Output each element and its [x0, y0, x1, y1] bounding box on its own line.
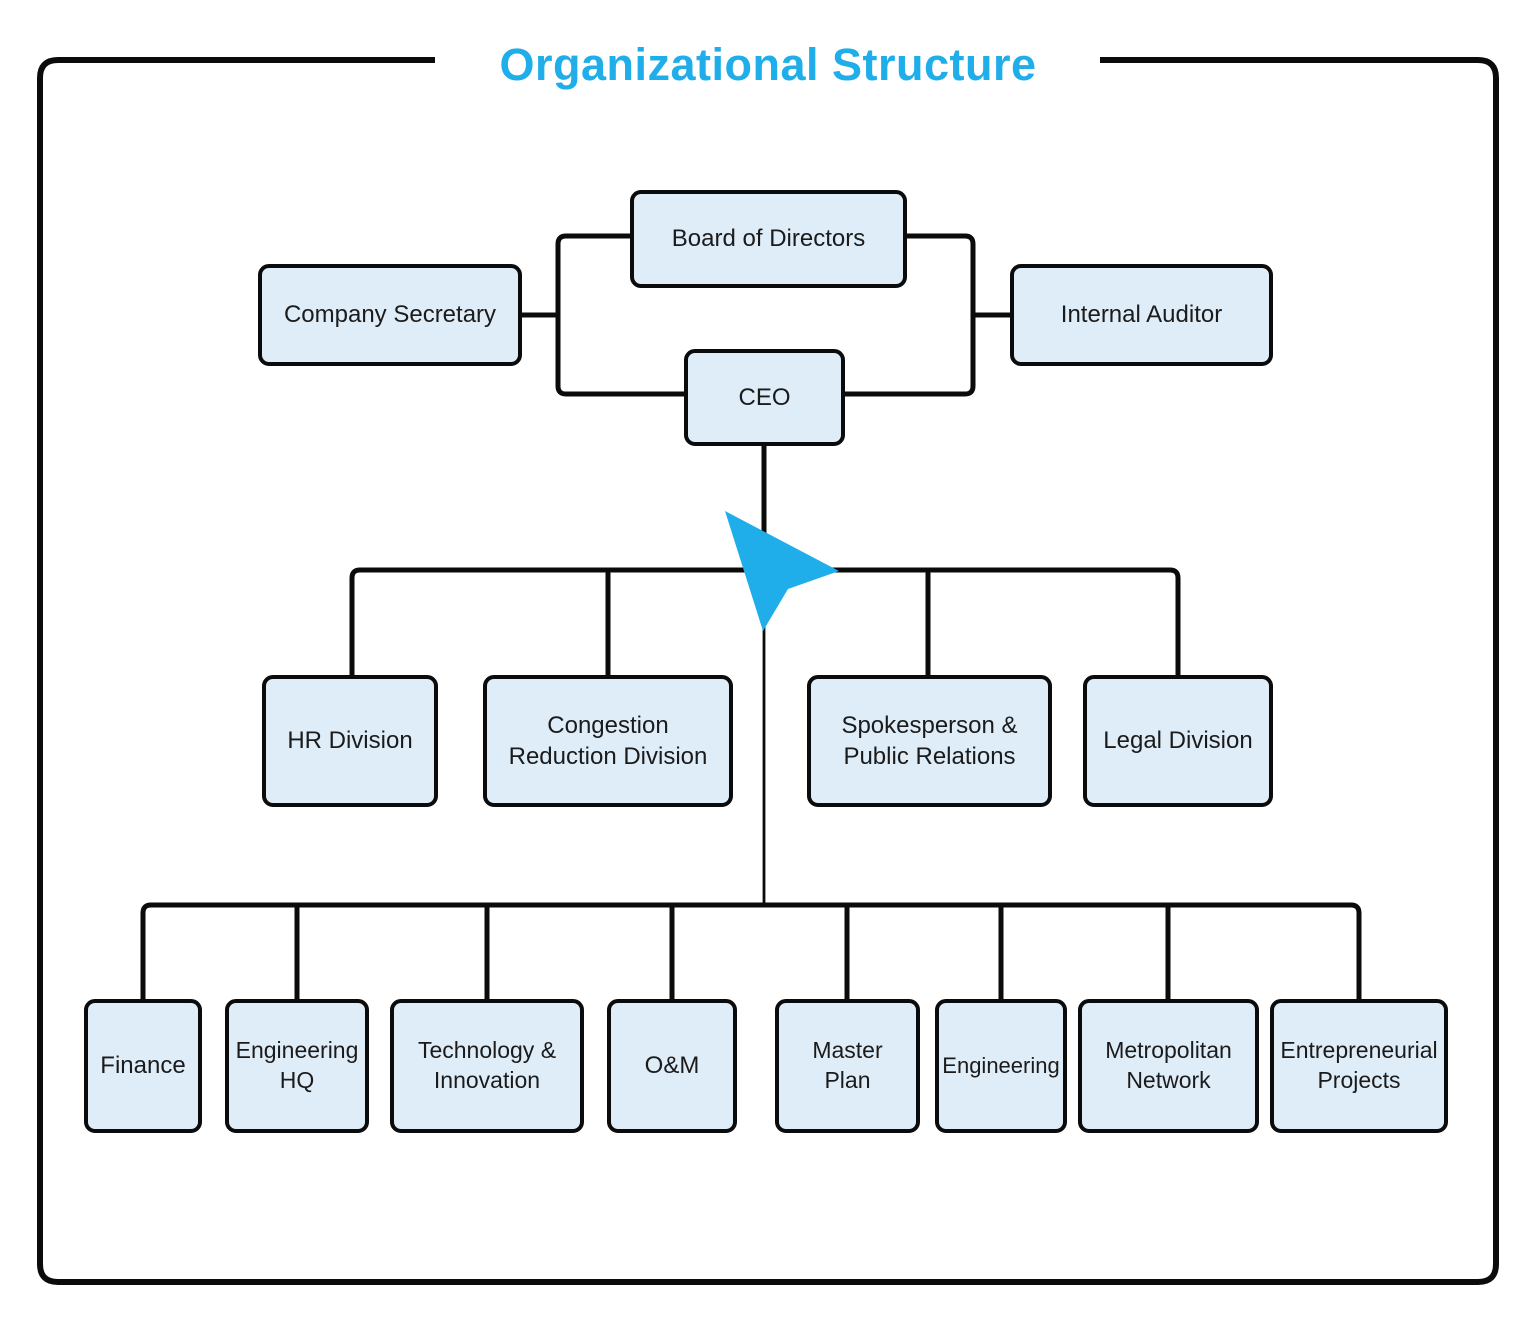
node-label: Metropolitan Network	[1105, 1037, 1232, 1093]
node-technology-innovation: Technology & Innovation	[390, 999, 584, 1133]
node-entrepreneurial-projects: Entrepreneurial Projects	[1270, 999, 1448, 1133]
node-company-secretary: Company Secretary	[258, 264, 522, 366]
frame-border	[37, 57, 1499, 1285]
node-o-and-m: O&M	[607, 999, 737, 1133]
pointer-arrow-icon	[725, 511, 839, 631]
page-title: Organizational Structure	[440, 36, 1096, 94]
node-hr-division: HR Division	[262, 675, 438, 807]
node-board-of-directors: Board of Directors	[630, 190, 907, 288]
node-ceo: CEO	[684, 349, 845, 446]
node-internal-auditor: Internal Auditor	[1010, 264, 1273, 366]
connector-board-left	[522, 233, 684, 397]
node-metropolitan-network: Metropolitan Network	[1078, 999, 1259, 1133]
node-master-plan: Master Plan	[775, 999, 920, 1133]
node-label: Spokesperson & Public Relations	[841, 711, 1018, 770]
connector-board-right	[845, 233, 1010, 397]
node-label: Master Plan	[812, 1037, 883, 1093]
node-label: Technology & Innovation	[417, 1037, 557, 1093]
node-label: Board of Directors	[671, 225, 866, 253]
node-congestion-reduction-division: Congestion Reduction Division	[483, 675, 733, 807]
node-label: HR Division	[287, 727, 413, 755]
node-label: Entrepreneurial Projects	[1280, 1037, 1438, 1093]
node-label: Internal Auditor	[1060, 301, 1223, 329]
node-engineering: Engineering	[935, 999, 1067, 1133]
node-label: Finance	[100, 1052, 186, 1080]
node-label: Congestion Reduction Division	[508, 711, 708, 770]
node-label: O&M	[644, 1052, 700, 1080]
node-label: CEO	[738, 383, 791, 411]
node-label: Legal Division	[1103, 727, 1253, 755]
node-engineering-hq: Engineering HQ	[225, 999, 369, 1133]
node-finance: Finance	[84, 999, 202, 1133]
connector-level3-bracket	[140, 902, 1362, 1001]
node-spokesperson-public-relations: Spokesperson & Public Relations	[807, 675, 1052, 807]
node-legal-division: Legal Division	[1083, 675, 1273, 807]
node-label: Engineering HQ	[235, 1037, 359, 1093]
node-label: Company Secretary	[283, 301, 497, 329]
node-label: Engineering	[942, 1052, 1060, 1078]
